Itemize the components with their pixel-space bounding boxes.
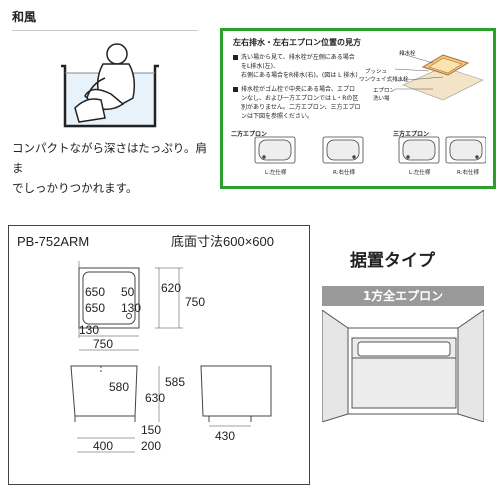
info-bullet-1: 洗い場から見て、排水栓が左側にある場合 をL排水(左)、 右側にある場合をR排水… bbox=[233, 53, 368, 80]
info-text: 右側にある場合をR排水(右)。(図は L 排水) bbox=[241, 72, 358, 79]
label-drain: 排水栓 bbox=[399, 51, 416, 57]
tub-isometric-diagram bbox=[394, 52, 484, 101]
dim-drain-offset: 130 bbox=[121, 301, 141, 315]
dimension-drawing-panel: PB-752ARM 底面寸法600×600 650 50 650 130 620… bbox=[8, 225, 310, 485]
info-bullet-2: 排水栓がゴム栓で中央にある場合、エプロ ンなし、および一方エプロンでは L・Rの… bbox=[233, 85, 368, 121]
apron-variant-icons bbox=[254, 136, 486, 164]
description: コンパクトながら深さはたっぷり。肩ま でしっかりつかれます。 bbox=[12, 138, 212, 198]
info-text: ンは下図を参照ください。 bbox=[241, 113, 314, 120]
dim-height-630: 630 bbox=[145, 391, 165, 405]
top-view bbox=[78, 261, 183, 351]
side-view bbox=[200, 365, 272, 427]
bullet-icon bbox=[233, 55, 238, 60]
variant-label: R:右仕様 bbox=[333, 170, 356, 176]
dim-width-inner: 650 bbox=[85, 285, 105, 299]
front-view bbox=[70, 365, 160, 453]
dim-height-585: 585 bbox=[165, 375, 185, 389]
description-line: コンパクトながら深さはたっぷり。肩ま bbox=[12, 141, 208, 175]
label-brush: ブッシュ bbox=[365, 69, 388, 75]
info-text: 洗い場から見て、排水栓が左側にある場合 bbox=[241, 54, 355, 61]
variant-label: L:左仕様 bbox=[409, 170, 431, 176]
dim-400: 400 bbox=[93, 439, 113, 453]
drain-apron-info-box: 左右排水・左右エプロン位置の見方 洗い場から見て、排水栓が左側にある場合 をL排… bbox=[220, 28, 496, 189]
bathing-person-illustration bbox=[61, 43, 159, 128]
dim-depth-inner: 650 bbox=[85, 301, 105, 315]
three-apron-label: 三方エプロン bbox=[393, 131, 430, 138]
info-title: 左右排水・左右エプロン位置の見方 bbox=[233, 38, 361, 47]
dim-offset: 50 bbox=[121, 285, 135, 299]
info-text: 排水栓がゴム栓で中央にある場合、エプロ bbox=[241, 86, 356, 93]
dim-side-430: 430 bbox=[215, 429, 235, 443]
dim-150: 150 bbox=[141, 423, 161, 437]
dim-depth: 620 bbox=[161, 281, 181, 295]
dim-200: 200 bbox=[141, 439, 161, 453]
info-text: ンなし、および一方エプロンでは L・Rの区 bbox=[241, 95, 359, 102]
dimension-drawing: PB-752ARM 底面寸法600×600 650 50 650 130 620… bbox=[17, 234, 274, 453]
dim-drain-x: 130 bbox=[79, 323, 99, 337]
label-apron: エプロン bbox=[373, 88, 396, 94]
install-illustration bbox=[322, 310, 484, 422]
variant-label: R:右仕様 bbox=[457, 170, 480, 176]
install-type-title: 据置タイプ bbox=[350, 251, 435, 271]
dim-depth-total: 750 bbox=[185, 295, 205, 309]
divider bbox=[12, 30, 198, 31]
dim-inner-depth: 580 bbox=[109, 380, 129, 394]
apron-type-label: 1方全エプロン bbox=[322, 286, 484, 306]
two-apron-label: 二方エプロン bbox=[231, 131, 268, 138]
model-number: PB-752ARM bbox=[17, 234, 89, 249]
info-text: 別がありません。二方エプロン、三方エプロ bbox=[241, 104, 361, 111]
description-line: でしっかりつかれます。 bbox=[12, 181, 138, 195]
section-title: 和風 bbox=[12, 10, 37, 24]
bottom-size: 底面寸法600×600 bbox=[171, 234, 274, 249]
bullet-icon bbox=[233, 87, 238, 92]
info-text: をL排水(左)、 bbox=[241, 63, 280, 70]
variant-label: L:左仕様 bbox=[265, 170, 287, 176]
label-washing-area: 洗い場 bbox=[373, 96, 390, 102]
variant-icon bbox=[254, 136, 486, 164]
dim-width-total: 750 bbox=[93, 337, 113, 351]
label-brush-2: ワンウェイ式排水栓 bbox=[359, 77, 409, 83]
